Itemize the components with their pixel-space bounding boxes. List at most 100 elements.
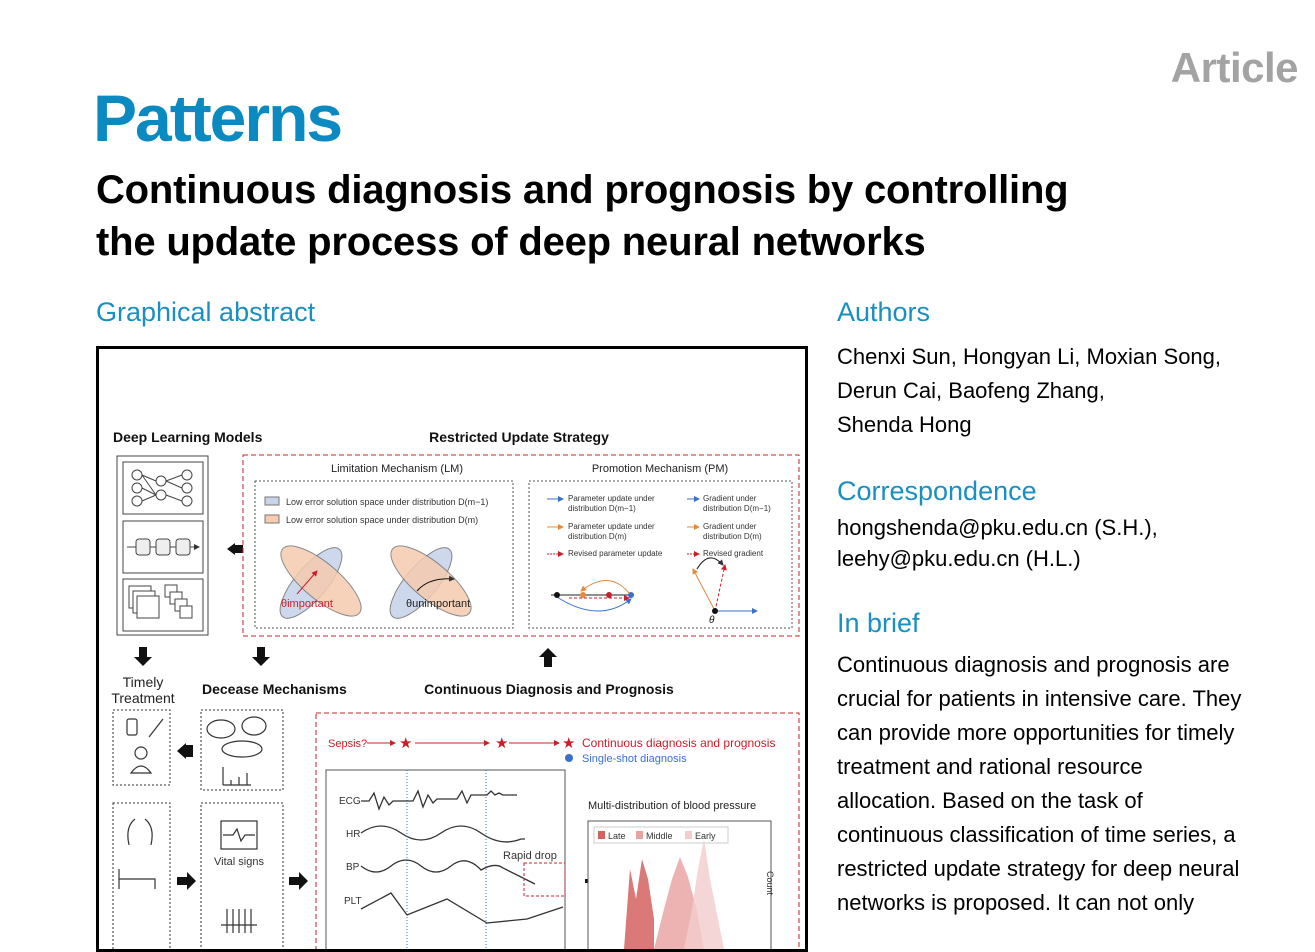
- arrow-down-icon: [252, 647, 270, 666]
- pm-legend-item: distribution D(m): [703, 532, 762, 541]
- correspondence-list: hongshenda@pku.edu.cn (S.H.), leehy@pku.…: [837, 512, 1158, 574]
- paper-title: Continuous diagnosis and prognosis by co…: [96, 164, 1069, 268]
- in-brief-line: Continuous diagnosis and prognosis are: [837, 652, 1230, 677]
- in-brief-line: crucial for patients in intensive care. …: [837, 686, 1242, 711]
- in-brief-line: restricted update strategy for deep neur…: [837, 856, 1240, 881]
- in-brief-heading: In brief: [837, 608, 920, 638]
- star-icon: ★: [562, 735, 575, 752]
- rapid-drop-label: Rapid drop: [503, 850, 557, 862]
- authors-line: Chenxi Sun, Hongyan Li, Moxian Song,: [837, 344, 1222, 369]
- theta-important-label: θimportant: [281, 598, 333, 610]
- in-brief-line: treatment and rational resource: [837, 754, 1143, 779]
- restricted-update-label: Restricted Update Strategy: [429, 429, 609, 445]
- pm-legend-item: distribution D(m−1): [568, 504, 636, 513]
- signal-label-bp: BP: [346, 862, 360, 873]
- email-link[interactable]: hongshenda@pku.edu.cn (S.H.),: [837, 515, 1158, 540]
- pm-legend-item: Parameter update under: [568, 494, 655, 503]
- timely-treatment-label: Timely: [123, 674, 164, 690]
- signal-label-ecg: ECG: [339, 796, 361, 807]
- legend-swatch-blue: [264, 496, 280, 506]
- flow-arrows: [134, 647, 597, 890]
- rapid-drop-box: [523, 862, 566, 897]
- models-column: [116, 455, 209, 636]
- multi-dist-label: Multi-distribution of blood pressure: [588, 800, 756, 812]
- arrow-left-icon: [227, 543, 243, 555]
- hist-legend-late: Late: [608, 831, 626, 841]
- signal-label-plt: PLT: [344, 896, 362, 907]
- legend-swatch-orange: [264, 514, 280, 524]
- vital-signs-label: Vital signs: [214, 856, 264, 868]
- count-axis-label: Count: [765, 871, 775, 896]
- hist-legend-middle: Middle: [646, 831, 673, 841]
- figure-svg: Deep Learning Models Restricted Update S…: [111, 429, 800, 949]
- in-brief-text: Continuous diagnosis and prognosis are c…: [837, 648, 1241, 920]
- cnn-icon: [128, 584, 193, 619]
- title-line: Continuous diagnosis and prognosis by co…: [96, 168, 1069, 212]
- lm-legend-item: Low error solution space under distribut…: [286, 515, 478, 525]
- pm-legend-item: distribution D(m−1): [703, 504, 771, 513]
- hist-legend-early: Early: [695, 831, 716, 841]
- signal-label-hr: HR: [346, 829, 360, 840]
- cell-cluster-icon: [206, 719, 236, 739]
- graphical-abstract-figure: Deep Learning Models Restricted Update S…: [96, 346, 808, 952]
- lungs-icon: [127, 818, 153, 846]
- correspondence-heading: Correspondence: [837, 476, 1037, 506]
- data-box: [200, 802, 284, 949]
- star-icon: ★: [495, 735, 508, 752]
- arrow-left-icon: [177, 743, 193, 759]
- single-shot-label: Single-shot diagnosis: [582, 753, 687, 765]
- mechanisms-box: [200, 709, 284, 791]
- solution-space-ellipses: [279, 545, 472, 619]
- lm-title: Limitation Mechanism (LM): [331, 463, 463, 475]
- important-update-arrow: [296, 570, 318, 595]
- lm-box: [254, 480, 514, 629]
- arrow-up-icon: [539, 648, 557, 667]
- chart-icon: [222, 767, 251, 786]
- authors-list: Chenxi Sun, Hongyan Li, Moxian Song, Der…: [837, 340, 1221, 442]
- continuous-dp-label: Continuous Diagnosis and Prognosis: [424, 681, 674, 697]
- in-brief-line: continuous classification of time series…: [837, 822, 1236, 847]
- authors-heading: Authors: [837, 297, 931, 327]
- authors-line: Shenda Hong: [837, 412, 972, 437]
- medicine-icon: [126, 718, 138, 736]
- graphical-abstract-heading: Graphical abstract: [96, 297, 316, 327]
- arrow-right-icon: [289, 872, 308, 890]
- pm-legend-item: Revised parameter update: [568, 549, 663, 558]
- continuous-dp-box: [315, 712, 800, 949]
- monitor-icon: [220, 820, 258, 850]
- pm-legend-item: Gradient under: [703, 522, 757, 531]
- theta-unimportant-label: θunimportant: [406, 598, 470, 610]
- in-brief-line: can provide more opportunities for timel…: [837, 720, 1235, 745]
- lm-legend-item: Low error solution space under distribut…: [286, 497, 488, 507]
- treatment-box: [112, 709, 171, 786]
- in-brief-line: networks is proposed. It can not only: [837, 890, 1195, 915]
- timely-treatment-label: Treatment: [111, 690, 174, 706]
- in-brief-line: allocation. Based on the task of: [837, 788, 1143, 813]
- authors-line: Derun Cai, Baofeng Zhang,: [837, 378, 1105, 403]
- neural-network-icon: [131, 469, 193, 507]
- pm-legend-item: Gradient under: [703, 494, 757, 503]
- pm-update-diagram: [551, 557, 758, 614]
- unimportant-update-arrow: [416, 575, 455, 592]
- article-type-label: Article: [1170, 44, 1299, 91]
- doctor-icon: [134, 746, 148, 760]
- theta-label: θ: [709, 615, 715, 626]
- arrow-right-icon: [177, 872, 196, 890]
- pm-box: [528, 480, 793, 629]
- arrow-down-icon: [134, 647, 152, 666]
- title-line: the update process of deep neural networ…: [96, 220, 926, 264]
- pm-legend-item: Revised gradient: [703, 549, 764, 558]
- bed-icon: [118, 869, 156, 889]
- pm-legend-item: Parameter update under: [568, 522, 655, 531]
- sepsis-label: Sepsis?: [328, 738, 367, 750]
- email-link[interactable]: leehy@pku.edu.cn (H.L.): [837, 546, 1081, 571]
- single-shot-dot: [565, 754, 573, 762]
- pm-title: Promotion Mechanism (PM): [592, 463, 728, 475]
- patient-box: [112, 802, 171, 949]
- journal-logo: Patterns: [93, 81, 343, 155]
- decease-mechanisms-label: Decease Mechanisms: [202, 681, 347, 697]
- test-tubes-icon: [221, 909, 257, 933]
- rnn-icon: [127, 538, 200, 556]
- pm-legend-item: distribution D(m): [568, 532, 627, 541]
- syringe-icon: [148, 718, 164, 738]
